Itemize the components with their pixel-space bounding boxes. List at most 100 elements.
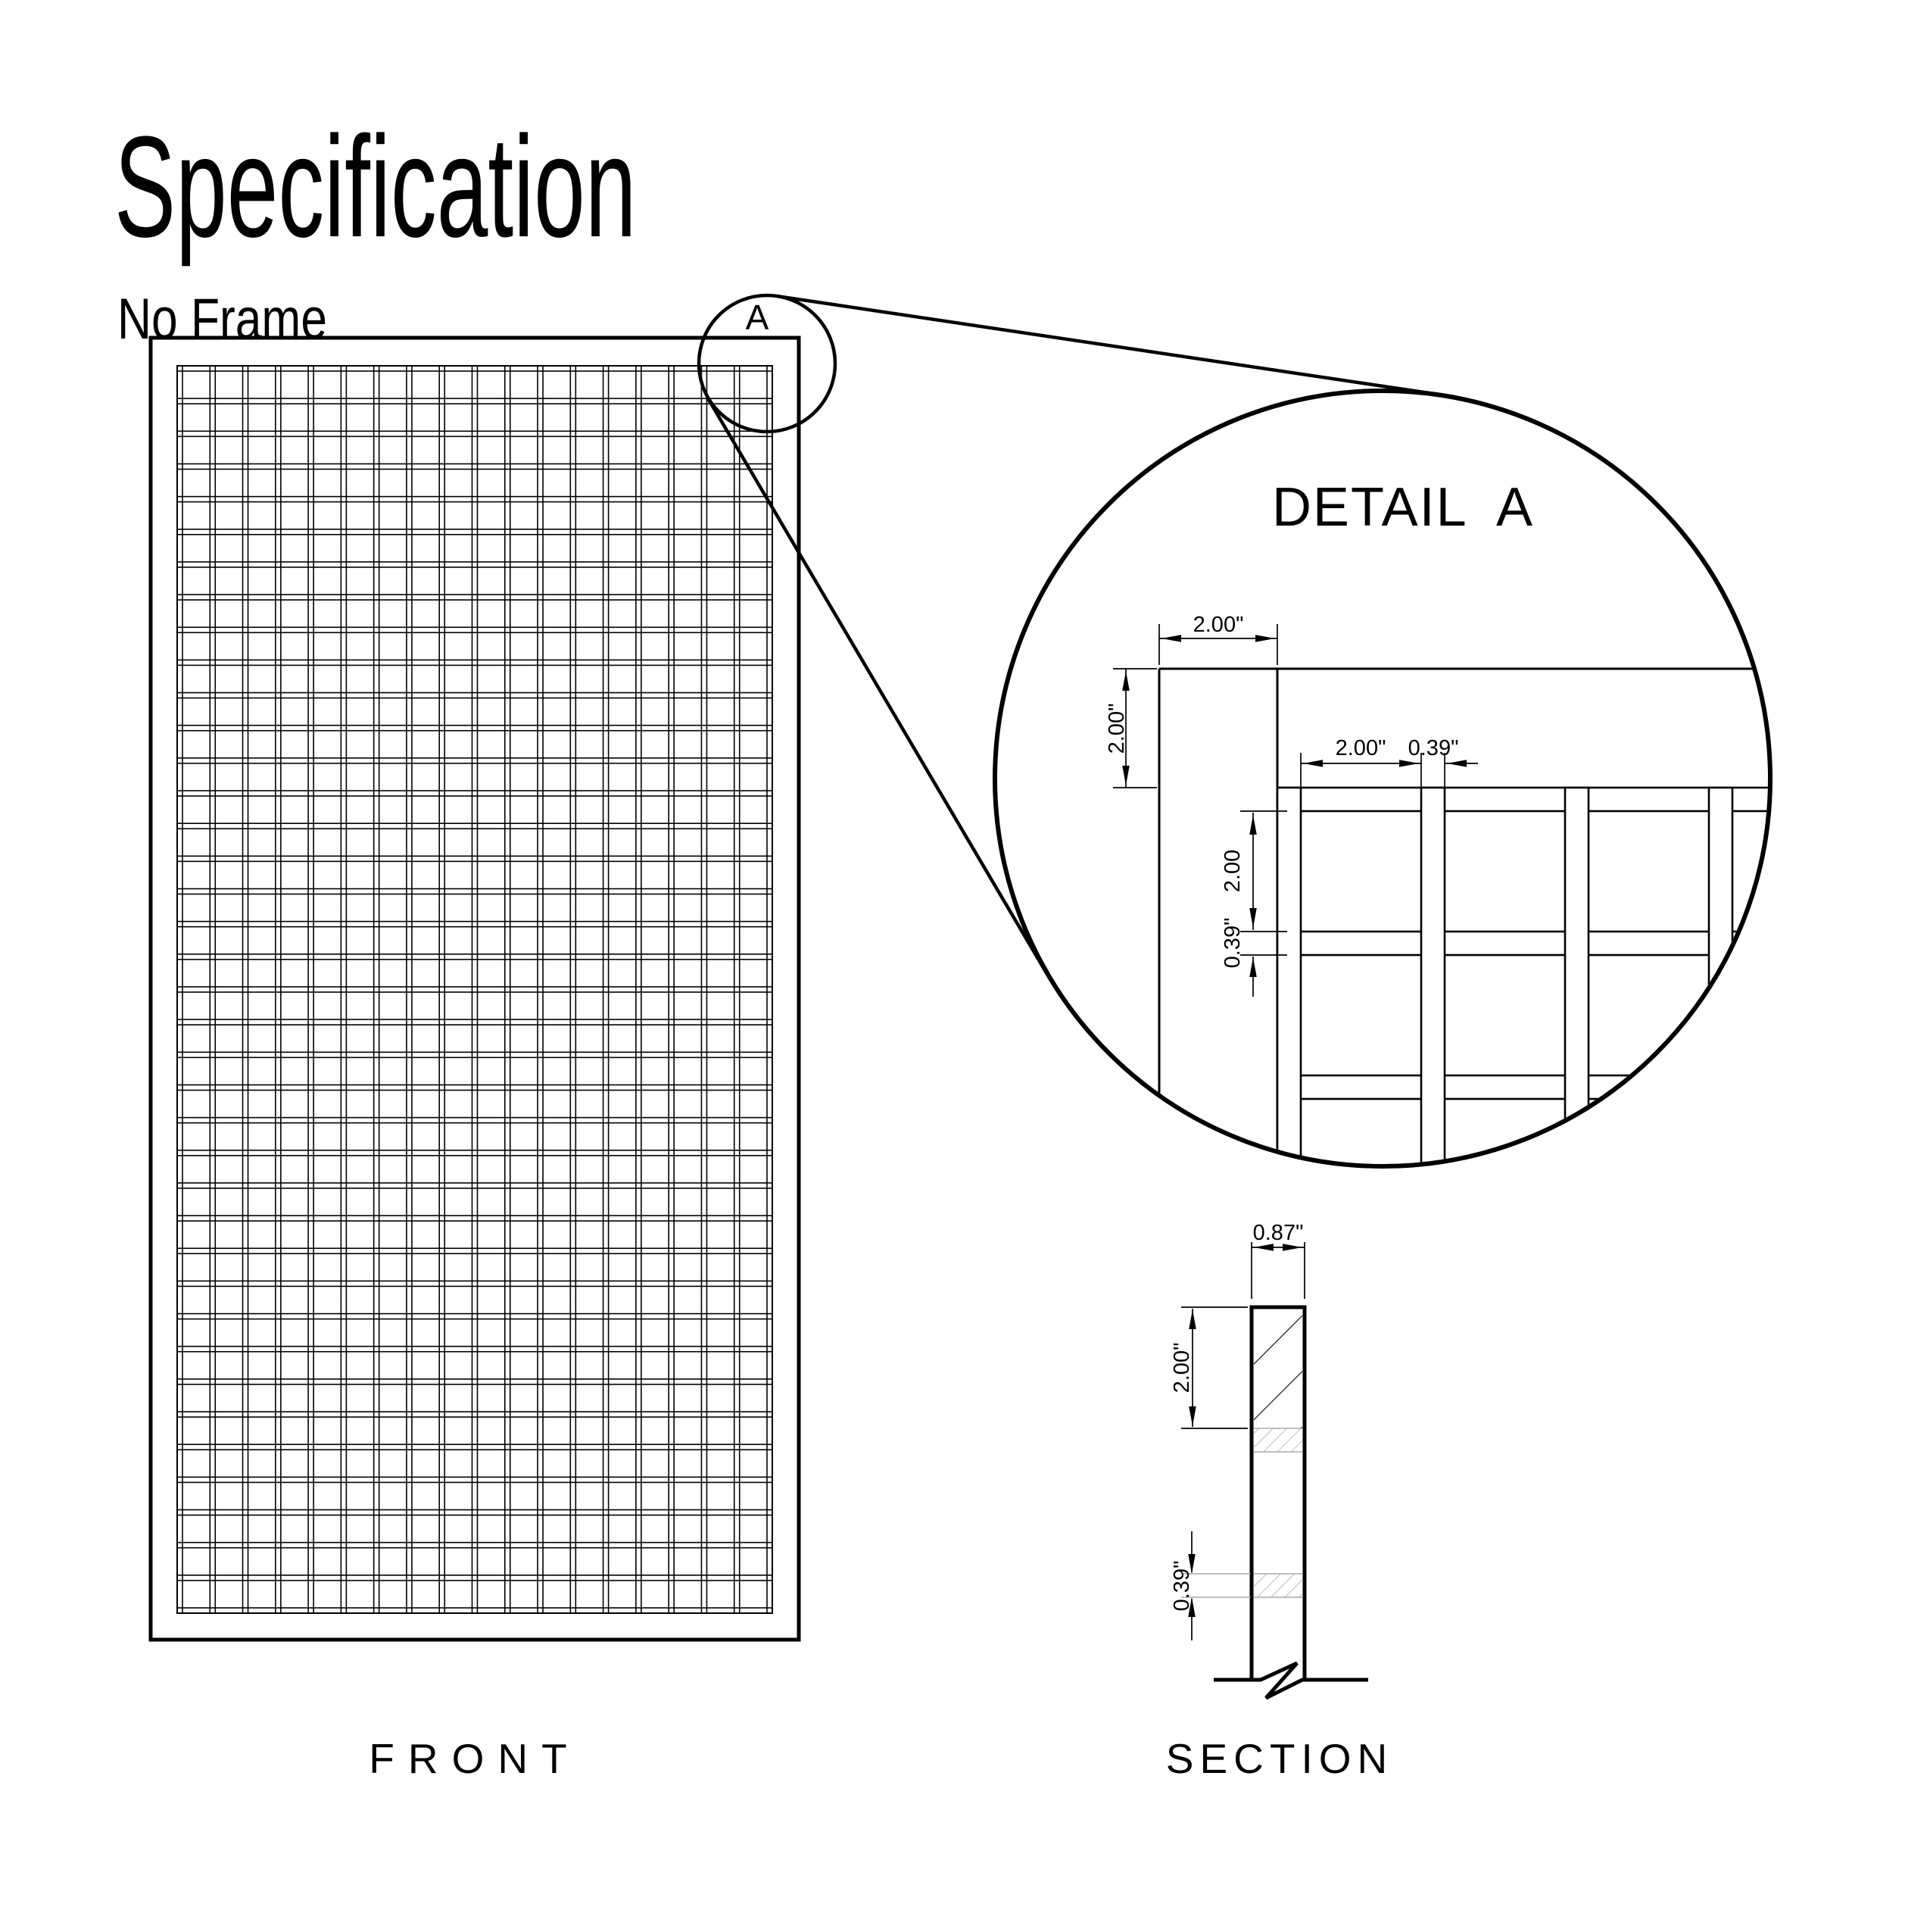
vertical-slat [569, 365, 577, 1614]
dim-opening-height: 2.00 [1221, 850, 1245, 892]
dimension-arrows [1122, 635, 1467, 1617]
horizontal-slat [176, 626, 773, 634]
horizontal-slat [176, 920, 773, 928]
horizontal-slat [176, 594, 773, 601]
vertical-slat [242, 365, 249, 1614]
dimension-arrow [1122, 671, 1130, 691]
dimension-arrow [1188, 1597, 1196, 1617]
dimension-arrow [1189, 1406, 1196, 1426]
dimension-arrow [1122, 766, 1130, 785]
detail-geometry [997, 393, 1768, 1164]
horizontal-slat [176, 790, 773, 797]
vertical-slat [733, 365, 741, 1614]
horizontal-slat [176, 1541, 773, 1549]
page-title: Specification [114, 106, 636, 267]
dim-slat-width: 0.39" [1408, 736, 1459, 760]
horizontal-slat [176, 1084, 773, 1091]
horizontal-slat [176, 691, 773, 699]
dimension-arrow [1447, 760, 1467, 767]
dim-opening-width: 2.00" [1336, 736, 1386, 760]
horizontal-slat [176, 528, 773, 535]
vertical-slat [471, 365, 479, 1614]
horizontal-slat [176, 430, 773, 438]
dimension-arrow [1249, 815, 1257, 835]
section-hatch-slat-2 [1254, 1574, 1302, 1597]
horizontal-slat [176, 1116, 773, 1124]
section-break-line [1214, 1661, 1368, 1700]
dimension-arrow [1254, 1244, 1274, 1251]
dim-slat-height: 0.39" [1221, 918, 1245, 969]
vertical-slat [307, 365, 314, 1614]
vertical-slat [406, 365, 413, 1614]
leader-line-upper [776, 294, 1440, 397]
horizontal-slat [176, 954, 773, 960]
callout-label: A [746, 298, 769, 337]
dimension-arrow [1303, 760, 1323, 767]
vertical-slat [340, 365, 348, 1614]
dimension-arrow [1283, 1244, 1302, 1251]
dimension-arrow [1161, 635, 1181, 642]
vertical-slat [438, 365, 446, 1614]
horizontal-slat [176, 1247, 773, 1255]
vertical-slat [700, 365, 708, 1614]
horizontal-slat [176, 1312, 773, 1320]
vertical-slat [635, 365, 642, 1614]
vertical-slat [209, 365, 217, 1614]
horizontal-slat [176, 365, 773, 372]
vertical-slat [1420, 786, 1446, 1164]
front-view-label: FRONT [369, 1735, 580, 1782]
horizontal-slat [176, 463, 773, 470]
horizontal-slat [176, 757, 773, 764]
horizontal-slat [176, 1215, 773, 1222]
horizontal-slat [176, 1476, 773, 1484]
horizontal-slat [176, 1051, 773, 1059]
horizontal-slat [176, 1378, 773, 1385]
dim-border-width: 2.00" [1193, 613, 1244, 637]
section-view: 0.87" 2.00" 0.39" SECTION [1166, 1221, 1393, 1782]
dim-slat-depth: 0.39" [1170, 1561, 1194, 1612]
vertical-slat [766, 365, 773, 1614]
horizontal-slat [176, 1411, 773, 1418]
horizontal-slat [176, 1280, 773, 1287]
horizontal-slat [176, 1182, 773, 1189]
leader-line-lower [706, 397, 1049, 977]
dimension-arrow [1249, 957, 1257, 977]
horizontal-slat [176, 1444, 773, 1451]
section-hatch-top [1254, 1309, 1302, 1428]
dim-rail-depth: 2.00" [1170, 1343, 1194, 1394]
front-inner-border [176, 365, 773, 1614]
section-hatch-slat-1 [1254, 1428, 1302, 1452]
vertical-slat [373, 365, 380, 1614]
horizontal-slat [176, 1509, 773, 1516]
dimension-arrow [1189, 1309, 1196, 1329]
horizontal-slat [176, 561, 773, 568]
horizontal-slat [1276, 1074, 1768, 1100]
horizontal-slat [176, 1019, 773, 1025]
page-header: Specification No Frame [114, 106, 636, 351]
vertical-slat [1564, 786, 1590, 1164]
horizontal-slat [176, 1149, 773, 1156]
horizontal-slat [176, 724, 773, 732]
horizontal-slat [1276, 930, 1768, 957]
vertical-slat [275, 365, 282, 1614]
vertical-slat [504, 365, 511, 1614]
dimension-arrow [1399, 760, 1419, 767]
vertical-slat [602, 365, 610, 1614]
horizontal-slat [176, 822, 773, 830]
detail-view: DETAIL A 2.00" 2.00" 2.00" 0.39" [993, 389, 1773, 1169]
horizontal-slat [176, 1345, 773, 1353]
front-lattice [176, 365, 773, 1614]
section-bar-outline [1249, 1305, 1307, 1680]
vertical-slat [1276, 786, 1302, 1164]
horizontal-slat [176, 398, 773, 404]
dimension-arrow [1249, 908, 1257, 928]
horizontal-slat [176, 986, 773, 993]
section-view-label: SECTION [1166, 1735, 1393, 1782]
dim-thickness: 0.87" [1253, 1221, 1304, 1245]
horizontal-slat [176, 888, 773, 895]
front-view: FRONT [148, 336, 801, 1782]
dimension-arrow [1255, 635, 1275, 642]
detail-title: DETAIL A [1272, 477, 1534, 538]
